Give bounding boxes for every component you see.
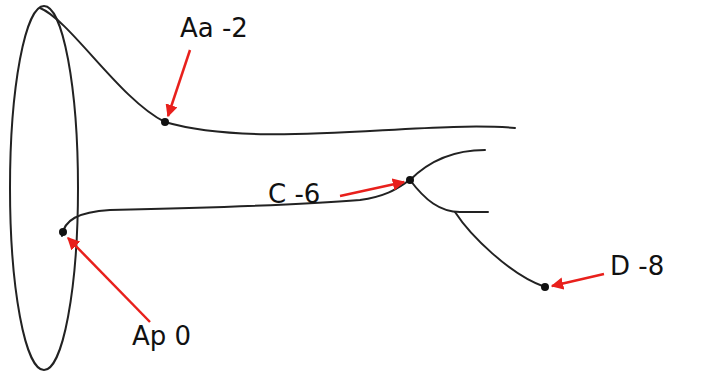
outline <box>10 6 545 370</box>
leader-arrow <box>68 238 150 322</box>
opening-ellipse <box>10 6 78 370</box>
point-dot <box>59 228 67 236</box>
point-label: Ap 0 <box>132 322 191 352</box>
cervix-lower <box>410 180 488 212</box>
point-label: D -8 <box>610 252 664 282</box>
point-dot <box>541 283 549 291</box>
cervix-upper <box>410 150 485 180</box>
leader-arrow <box>552 274 604 286</box>
posterior-fornix <box>455 212 545 287</box>
point-label: C -6 <box>268 180 320 210</box>
spacer <box>44 236 65 370</box>
leaders <box>68 50 604 322</box>
point-dot <box>406 176 414 184</box>
posterior-upper <box>62 180 410 236</box>
anterior-wall <box>40 8 515 134</box>
leader-arrow <box>168 50 190 116</box>
point-dot <box>161 118 169 126</box>
points <box>59 118 549 291</box>
leader-arrow <box>340 182 404 196</box>
point-label: Aa -2 <box>180 14 248 44</box>
